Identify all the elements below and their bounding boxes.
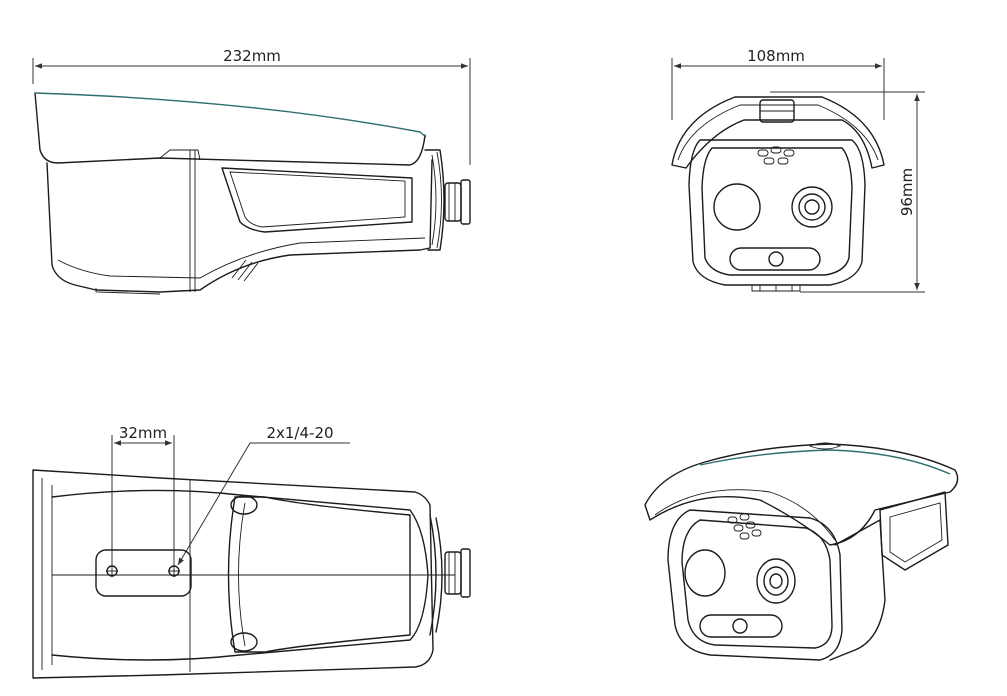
thermal-lens (791, 186, 833, 228)
bottom-view: 32mm 2x1/4-20 (32, 424, 471, 679)
iso-thermal-lens (756, 558, 796, 604)
side-length-label: 232mm (223, 47, 281, 65)
front-height-label: 96mm (898, 168, 916, 216)
front-width-label: 108mm (747, 47, 805, 65)
iso-ir-led-cluster (727, 513, 762, 540)
front-sunshield (671, 96, 885, 169)
mount-thread-label: 2x1/4-20 (266, 424, 333, 442)
side-vent (221, 167, 413, 233)
front-face-plate (701, 147, 853, 276)
bottom-housing (32, 469, 434, 679)
sunshield (34, 92, 426, 166)
iso-visible-lens (684, 549, 726, 597)
camera-body (46, 159, 433, 293)
visible-lens (713, 183, 761, 231)
side-view: 232mm (32, 47, 471, 295)
iso-front-plate (681, 519, 833, 649)
mount-plate (95, 549, 192, 597)
iso-bottom-window (699, 614, 783, 638)
screw-cover-bottom (230, 632, 258, 652)
bottom-rear-connector (444, 551, 462, 595)
iso-sunshield (644, 443, 959, 546)
isometric-view (644, 442, 959, 661)
iso-front-housing (667, 509, 843, 661)
front-bezel (424, 149, 445, 251)
bottom-inner-body (227, 496, 411, 653)
screw-cover-top (230, 495, 258, 515)
rear-connector (444, 182, 462, 222)
mount-spacing-label: 32mm (119, 424, 167, 442)
ir-led-cluster (757, 146, 795, 165)
front-bottom-window (729, 247, 821, 271)
front-housing (688, 139, 866, 286)
front-view: 108mm 96mm (671, 47, 925, 293)
